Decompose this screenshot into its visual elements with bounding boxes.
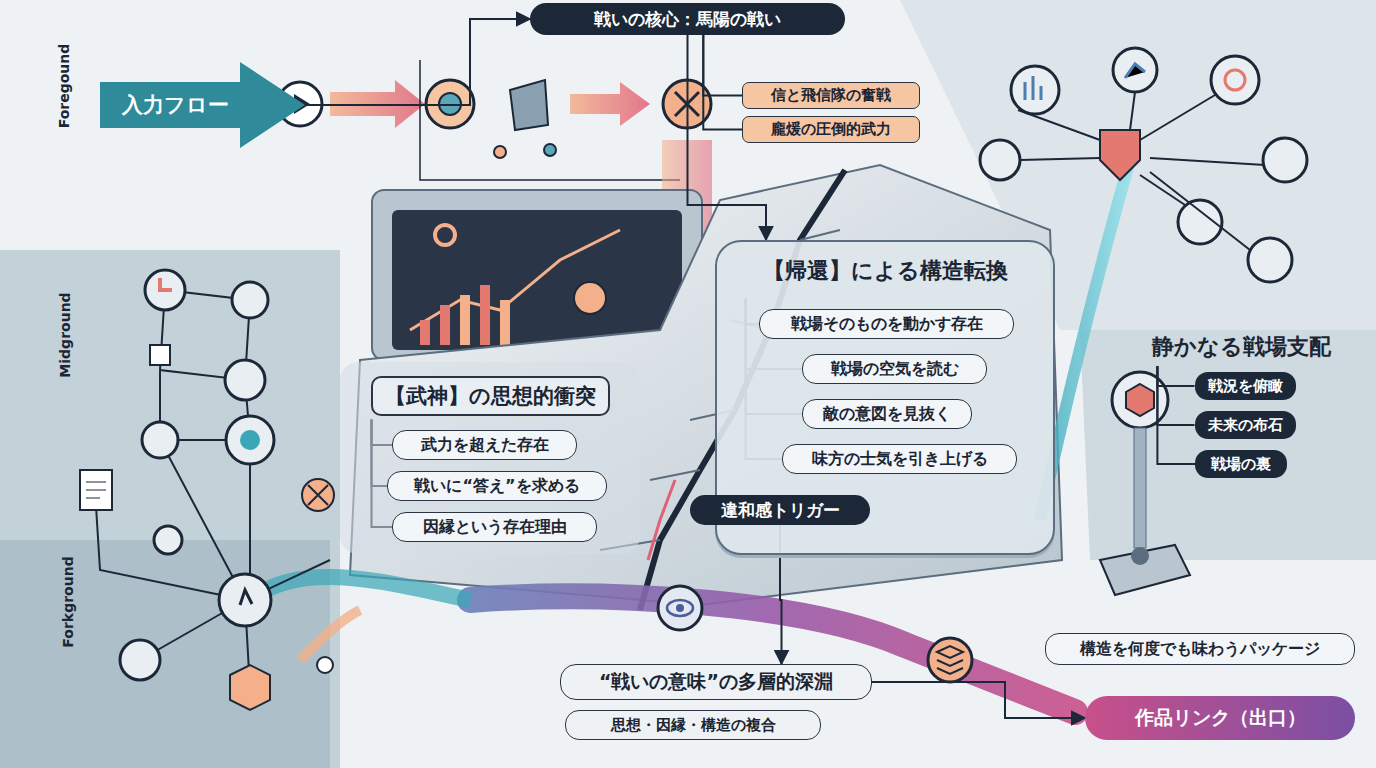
- node-text: 入力フロー: [122, 91, 229, 119]
- item-pill: 戦場の空気を読む: [802, 354, 987, 384]
- panel-heading: 【帰還】による構造転換: [733, 256, 1037, 286]
- title-pill: 戦いの核心：馬陽の戦い: [530, 3, 845, 35]
- trigger-pill: 違和感トリガー: [690, 495, 870, 525]
- node-text: “戦いの意味”の多層的深淵: [599, 669, 833, 695]
- connector: [872, 682, 1085, 718]
- layer-label: Forkground: [60, 557, 76, 648]
- panel-heading: 【武神】の思想的衝突: [371, 376, 610, 416]
- sub-pill: 思想・因縁・構造の複合: [565, 710, 821, 740]
- node-text: 戦場そのものを動かす存在: [791, 314, 983, 335]
- depth-pill: “戦いの意味”の多層的深淵: [560, 664, 872, 700]
- node-text: 味方の士気を引き上げる: [812, 449, 988, 470]
- connector: [1157, 366, 1194, 386]
- node-text: 戦いの核心：馬陽の戦い: [594, 8, 781, 31]
- item-pill: 味方の士気を引き上げる: [782, 444, 1017, 474]
- package-pill: 構造を何度でも味わうパッケージ: [1045, 633, 1355, 665]
- node-text: 戦況を俯瞰: [1208, 377, 1283, 396]
- item-pill: 敵の意図を見抜く: [802, 399, 972, 429]
- input-arrow: 入力フロー: [100, 62, 305, 148]
- node-text: 静かなる戦場支配: [1152, 332, 1331, 362]
- node-text: 敵の意図を見抜く: [823, 404, 951, 425]
- connector: [703, 35, 742, 96]
- arrow-outline: [100, 62, 305, 148]
- item-pill: 未来の布石: [1195, 411, 1296, 439]
- item-pill: 戦いに“答え”を求める: [387, 471, 607, 501]
- item-pill: 戦場の裏: [1195, 450, 1287, 478]
- panel: 【武神】の思想的衝突武力を超えた存在戦いに“答え”を求める因縁という存在理由: [340, 362, 640, 554]
- layer-label: Foregound: [56, 43, 72, 128]
- node-text: 龐煖の圧倒的武力: [771, 120, 891, 139]
- node-text: 戦場の空気を読む: [831, 359, 959, 380]
- node-text: 構造を何度でも味わうパッケージ: [1080, 639, 1320, 660]
- connector: [1157, 366, 1195, 464]
- item-pill: 戦場そのものを動かす存在: [759, 309, 1014, 339]
- connector: [1157, 366, 1194, 425]
- point-box: 龐煖の圧倒的武力: [742, 116, 920, 143]
- connector: [305, 19, 530, 105]
- section-heading: 静かなる戦場支配: [1128, 328, 1354, 366]
- node-text: 違和感トリガー: [721, 499, 840, 522]
- node-text: 因縁という存在理由: [423, 517, 567, 538]
- connector: [703, 35, 742, 130]
- point-box: 信と飛信隊の奮戦: [742, 82, 920, 109]
- layer-label: Midground: [57, 293, 73, 378]
- node-text: 思想・因縁・構造の複合: [611, 716, 776, 735]
- node-text: 未来の布石: [1208, 416, 1283, 435]
- item-pill: 戦況を俯瞰: [1195, 372, 1296, 400]
- exit-pill: 作品リンク（出口）: [1085, 696, 1355, 740]
- node-text: 作品リンク（出口）: [1135, 705, 1306, 731]
- item-pill: 因縁という存在理由: [392, 512, 597, 542]
- node-text: 戦場の裏: [1211, 455, 1271, 474]
- item-pill: 武力を超えた存在: [392, 430, 577, 460]
- node-text: 武力を超えた存在: [421, 435, 549, 456]
- node-text: 戦いに“答え”を求める: [414, 476, 579, 497]
- node-text: 信と飛信隊の奮戦: [771, 86, 891, 105]
